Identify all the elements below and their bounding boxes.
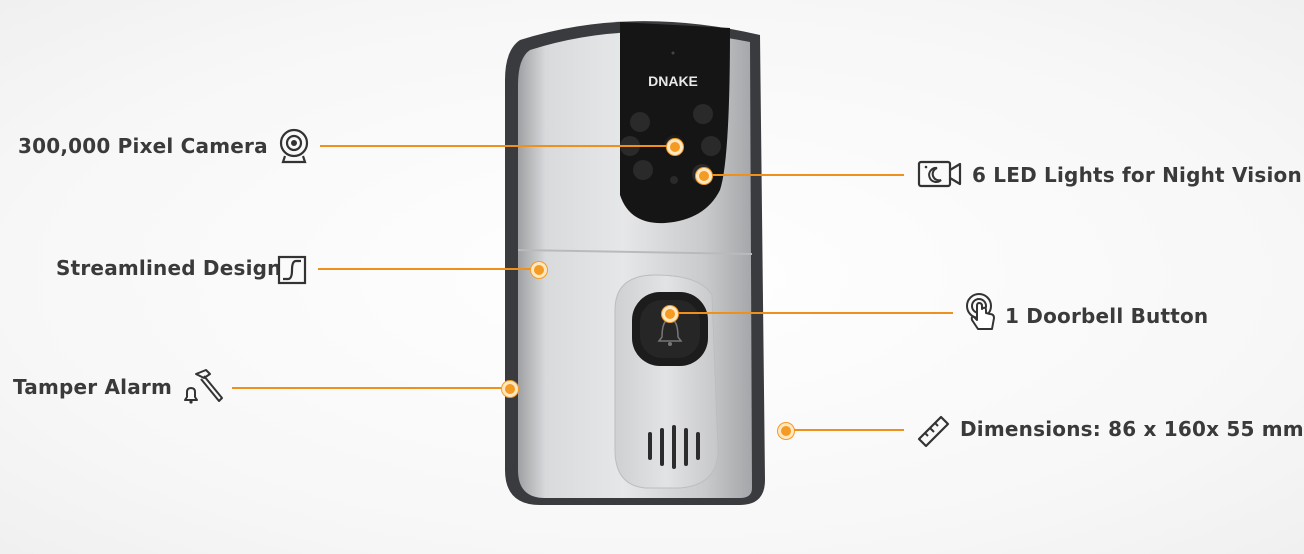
doorbell-callout-dot [662,306,678,322]
camera-callout-dot [667,139,683,155]
night-vision-callout-line [712,174,904,176]
camera-callout-line [320,145,670,147]
doorbell-callout-line [678,312,953,314]
dimensions-callout-dot [778,423,794,439]
dimensions-callout-line [794,429,904,431]
hammer-alarm-icon [184,369,223,404]
design-callout-dot [531,262,547,278]
brand-logo: DNAKE [648,73,698,89]
tamper-callout-dot [502,381,518,397]
touch-icon [966,293,995,330]
webcam-icon [279,128,309,164]
feature-dimensions-label: Dimensions: 86 x 160x 55 mm [960,417,1304,441]
feature-night-vision-label: 6 LED Lights for Night Vision [972,163,1302,187]
design-callout-line [318,268,533,270]
ruler-icon [917,415,950,448]
night-vision-callout-dot [696,168,712,184]
feature-design-label: Streamlined Design [56,256,282,280]
feature-doorbell-label: 1 Doorbell Button [1005,304,1209,328]
curve-icon [277,255,307,285]
tamper-callout-line [232,387,504,389]
feature-tamper-label: Tamper Alarm [13,375,173,399]
feature-camera-label: 300,000 Pixel Camera [18,134,268,158]
night-camera-icon [917,160,962,188]
doorbell-device: DNAKE [505,21,765,506]
